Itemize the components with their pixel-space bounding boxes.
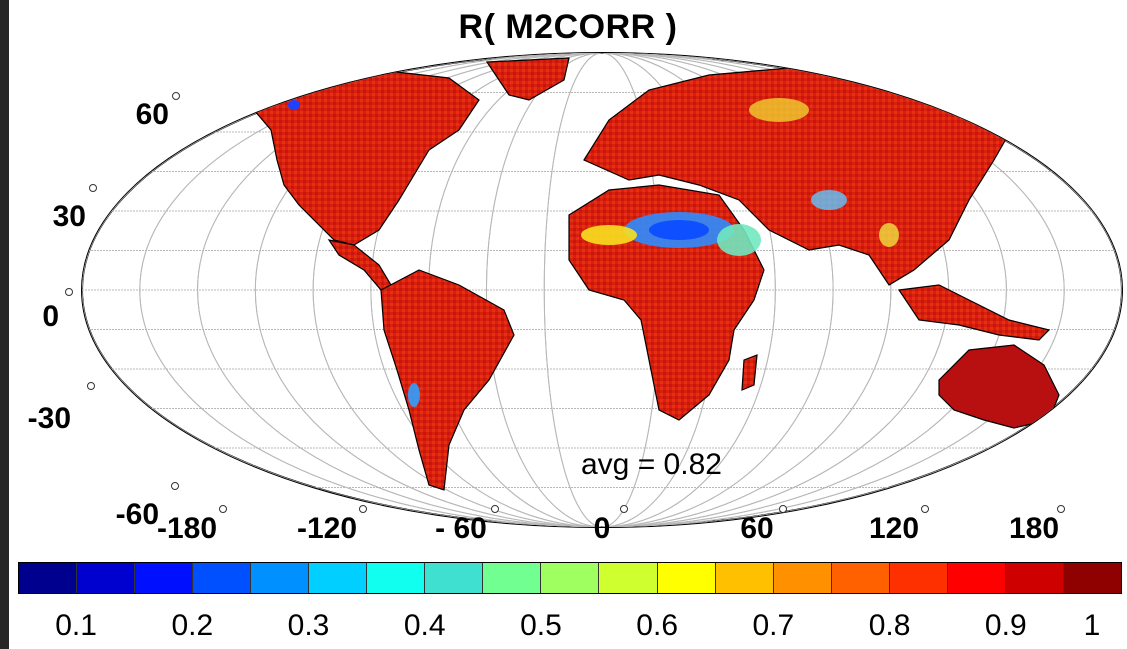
land-greenland [485, 57, 570, 101]
lat-label-neg60: -60 [115, 498, 159, 531]
colorbar-tick-label: 1 [1083, 609, 1101, 642]
colorbar-tick-label: 0.8 [868, 609, 911, 642]
colorbar-segment [309, 563, 368, 593]
colorbar-segment [773, 563, 832, 593]
colorbar-tick-label: 0.2 [171, 609, 214, 642]
colorbar-segment [541, 563, 600, 593]
colorbar-segment [1005, 563, 1064, 593]
degree-icon [921, 505, 929, 513]
lon-label-0: 0 [593, 512, 611, 545]
degree-icon [1057, 505, 1065, 513]
colorbar-tick-label: 0.6 [636, 609, 679, 642]
colorbar-tick-label: 0.9 [984, 609, 1027, 642]
land-se-asia [897, 284, 1051, 341]
figure-panel: R( M2CORR ) 60 30 0 -30 -60 -180 -120 - … [9, 0, 1127, 649]
colorbar-segment [1063, 563, 1121, 593]
lat-label-neg30: -30 [27, 402, 71, 435]
lon-label-neg60: - 60 [435, 512, 487, 545]
colorbar-segment [483, 563, 542, 593]
colorbar-tick-label: 0.3 [287, 609, 330, 642]
land-eurasia [583, 65, 1015, 286]
degree-icon [89, 184, 97, 192]
colorbar-segment [947, 563, 1006, 593]
colorbar [18, 562, 1122, 594]
land-north-america [222, 69, 480, 246]
lon-label-60: 60 [740, 512, 774, 545]
colorbar-tick-label: 0.7 [752, 609, 795, 642]
colorbar-tick-label: 0.4 [403, 609, 446, 642]
lat-label-30: 30 [52, 200, 86, 233]
correlation-map [81, 52, 1123, 528]
colorbar-segment [251, 563, 310, 593]
lat-label-0: 0 [42, 300, 59, 333]
land-madagascar [741, 354, 758, 391]
average-annotation: avg = 0.82 [581, 448, 722, 481]
colorbar-segment [135, 563, 194, 593]
colorbar-tick-label: 0.5 [520, 609, 562, 642]
degree-icon [779, 505, 787, 513]
lon-label-neg120: -120 [296, 512, 358, 545]
degree-icon [65, 288, 73, 296]
colorbar-segment [599, 563, 658, 593]
colorbar-tick-label: 0.1 [55, 609, 97, 642]
colorbar-segment [425, 563, 484, 593]
degree-icon [620, 505, 628, 513]
colorbar-segment [77, 563, 136, 593]
degree-icon [359, 505, 367, 513]
land-south-america [380, 269, 515, 491]
colorbar-segment [657, 563, 716, 593]
colorbar-segment [715, 563, 774, 593]
degree-icon [491, 505, 499, 513]
colorbar-segment [367, 563, 426, 593]
lon-label-180: 180 [1008, 512, 1060, 545]
land-new-zealand [1052, 418, 1098, 464]
degree-icon [171, 482, 179, 490]
lon-label-neg180: -180 [156, 512, 218, 545]
degree-icon [172, 92, 180, 100]
colorbar-segment [19, 563, 78, 593]
colorbar-segment [193, 563, 252, 593]
degree-icon [87, 382, 95, 390]
colorbar-segment [889, 563, 948, 593]
lon-label-120: 120 [868, 512, 920, 545]
low-correlation-regions [288, 87, 1011, 407]
graticule [82, 53, 1122, 527]
degree-icon [219, 505, 227, 513]
map-title: R( M2CORR ) [458, 8, 678, 46]
lat-label-60: 60 [135, 98, 169, 131]
colorbar-segment [831, 563, 890, 593]
